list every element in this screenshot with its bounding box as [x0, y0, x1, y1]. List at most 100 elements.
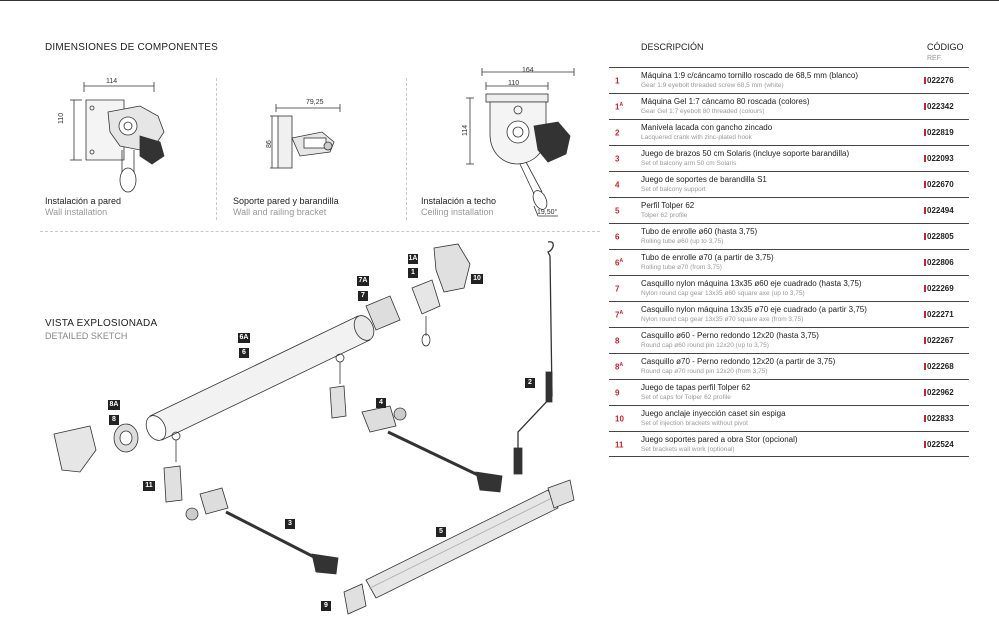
- row-description-es: Máquina Gel 1:7 cáncamo 80 roscada (colo…: [641, 97, 810, 106]
- row-description-es: Tubo de enrolle ø60 (hasta 3,75): [641, 227, 758, 236]
- row-number: 9: [615, 388, 620, 398]
- code-marker: [924, 441, 926, 448]
- row-number: 7A: [615, 310, 624, 320]
- ceiling-installation-drawing: [466, 68, 575, 217]
- row-code: 022962: [927, 388, 954, 397]
- callout-1: 1: [408, 268, 418, 278]
- row-description-en: Set of balcony arm 50 cm Solaris: [641, 160, 737, 167]
- code-marker: [924, 389, 926, 396]
- callout-8: 8: [109, 415, 119, 425]
- row-description-es: Casquillo nylon máquina 13x35 ø70 eje cu…: [641, 305, 867, 314]
- ceiling-width-inner-dim: 110: [508, 80, 520, 87]
- row-code: 022276: [927, 76, 954, 85]
- row-number: 1: [615, 76, 620, 86]
- row-description-en: Nylon round cap gear 13x35 ø70 square ax…: [641, 316, 804, 323]
- callout-2: 2: [525, 378, 535, 388]
- row-description-es: Casquillo nylon máquina 13x35 ø60 eje cu…: [641, 279, 862, 288]
- wall-height-dim: 110: [58, 112, 65, 124]
- bracket-height-dim: 86: [266, 140, 273, 148]
- caption-es: Soporte pared y barandilla: [233, 196, 339, 206]
- row-code: 022093: [927, 154, 954, 163]
- callout-7a: 7A: [357, 276, 369, 286]
- row-description-en: Rolling tube ø60 (up to 3,75): [641, 238, 724, 245]
- table-row: 1 Máquina 1:9 c/cáncamo tornillo roscado…: [609, 67, 969, 93]
- row-description-en: Gear Gel 1:7 eyebolt 80 threaded (colour…: [641, 108, 765, 115]
- row-code: 022271: [927, 310, 954, 319]
- row-code: 022819: [927, 128, 954, 137]
- bracket-caption: Soporte pared y barandilla Wall and rail…: [233, 196, 339, 218]
- parts-table: 1 Máquina 1:9 c/cáncamo tornillo roscado…: [609, 67, 969, 457]
- code-marker: [924, 363, 926, 370]
- row-code: 022805: [927, 232, 954, 241]
- callout-6: 6: [239, 348, 249, 358]
- code-marker: [924, 259, 926, 266]
- row-description-es: Juego de tapas perfil Tolper 62: [641, 383, 751, 392]
- row-number: 10: [615, 414, 624, 424]
- callout-6a: 6A: [238, 333, 250, 343]
- caption-en: Ceiling installation: [421, 207, 494, 217]
- code-marker: [924, 415, 926, 422]
- table-header-description: DESCRIPCIÓN: [641, 42, 704, 52]
- table-header-code: CÓDIGO: [927, 42, 964, 52]
- exploded-view-title: VISTA EXPLOSIONADA: [45, 318, 158, 329]
- row-description-en: Round cap ø60 round pin 12x20 (up to 3,7…: [641, 342, 769, 349]
- code-marker: [924, 155, 926, 162]
- row-code: 022342: [927, 102, 954, 111]
- row-code: 022806: [927, 258, 954, 267]
- row-description-en: Tolper 62 profile: [641, 212, 688, 219]
- caption-en: Wall and railing bracket: [233, 207, 327, 217]
- top-rule: [0, 0, 999, 1]
- table-row: 8A Casquillo ø70 - Perno redondo 12x20 (…: [609, 353, 969, 379]
- code-marker: [924, 207, 926, 214]
- row-code: 022268: [927, 362, 954, 371]
- row-description-en: Set of balcony support: [641, 186, 706, 193]
- ceiling-width-outer-dim: 164: [522, 67, 534, 74]
- row-description-es: Juego de soportes de barandilla S1: [641, 175, 767, 184]
- row-number: 6A: [615, 258, 624, 268]
- table-row: 7A Casquillo nylon máquina 13x35 ø70 eje…: [609, 301, 969, 327]
- row-description-es: Manivela lacada con gancho zincado: [641, 123, 773, 132]
- code-marker: [924, 233, 926, 240]
- row-number: 6: [615, 232, 620, 242]
- caption-es: Instalación a techo: [421, 196, 497, 206]
- row-description-en: Nylon round cap gear 13x35 ø60 square ax…: [641, 290, 805, 297]
- table-row: 11 Juego soportes pared a obra Stor (opc…: [609, 431, 969, 457]
- code-marker: [924, 337, 926, 344]
- code-marker: [924, 103, 926, 110]
- callout-9: 9: [321, 601, 331, 611]
- row-code: 022524: [927, 440, 954, 449]
- wall-installation-caption: Instalación a pared Wall installation: [45, 196, 121, 218]
- table-row: 4 Juego de soportes de barandilla S1 Set…: [609, 171, 969, 197]
- separator-2: [406, 78, 407, 220]
- row-description-es: Juego de brazos 50 cm Solaris (incluye s…: [641, 149, 850, 158]
- table-row: 6A Tubo de enrolle ø70 (a partir de 3,75…: [609, 249, 969, 275]
- callout-7: 7: [358, 291, 368, 301]
- table-header-ref: REF.: [927, 55, 943, 62]
- row-code: 022670: [927, 180, 954, 189]
- row-description-en: Lacquered crank with zinc-plated hook: [641, 134, 752, 141]
- exploded-view-drawing: [53, 241, 575, 615]
- row-description-en: Set brackets wall work (optional): [641, 446, 735, 453]
- row-description-en: Set of injection brackets without pivot: [641, 420, 748, 427]
- code-marker: [924, 181, 926, 188]
- row-number: 1A: [615, 102, 624, 112]
- row-description-en: Rolling tube ø70 (from 3,75): [641, 264, 722, 271]
- table-row: 3 Juego de brazos 50 cm Solaris (incluye…: [609, 145, 969, 171]
- row-code: 022833: [927, 414, 954, 423]
- row-number: 8: [615, 336, 620, 346]
- table-row: 5 Perfil Tolper 62 Tolper 62 profile 022…: [609, 197, 969, 223]
- code-marker: [924, 129, 926, 136]
- table-row: 1A Máquina Gel 1:7 cáncamo 80 roscada (c…: [609, 93, 969, 119]
- callout-5: 5: [436, 527, 446, 537]
- row-number: 11: [615, 440, 624, 450]
- row-number: 8A: [615, 362, 624, 372]
- row-code: 022494: [927, 206, 954, 215]
- bracket-width-dim: 79,25: [306, 99, 324, 106]
- wall-width-dim: 114: [106, 78, 118, 85]
- row-description-es: Casquillo ø70 - Perno redondo 12x20 (a p…: [641, 357, 836, 366]
- dimensions-title: DIMENSIONES DE COMPONENTES: [45, 42, 218, 53]
- row-number: 7: [615, 284, 620, 294]
- table-row: 6 Tubo de enrolle ø60 (hasta 3,75) Rolli…: [609, 223, 969, 249]
- ceiling-height-dim: 114: [462, 124, 469, 136]
- row-description-es: Tubo de enrolle ø70 (a partir de 3,75): [641, 253, 774, 262]
